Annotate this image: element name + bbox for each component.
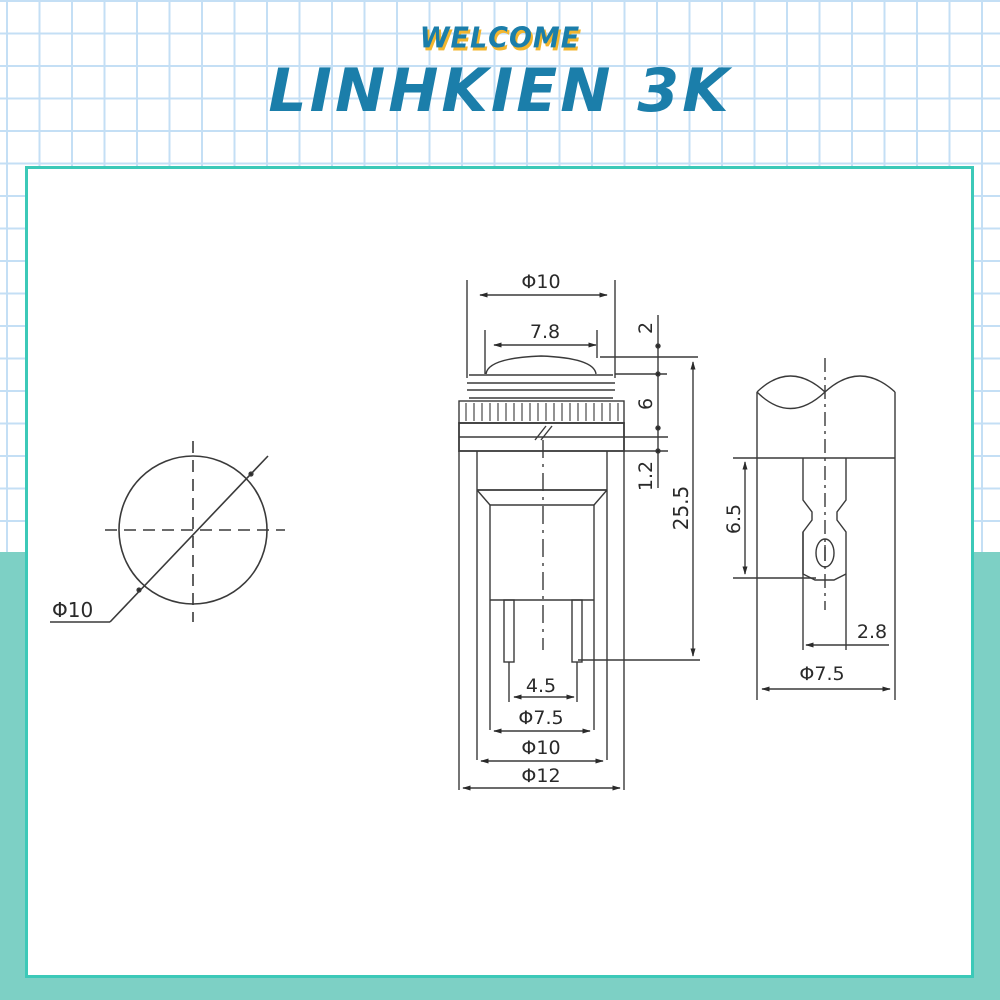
dim-cap-width: 7.8 [530,321,560,343]
dim-cap-height: 2 [635,322,657,334]
dim-terminal-body-diameter: Φ7.5 [799,663,844,685]
front-view [50,441,285,623]
dim-mid-diameter: Φ10 [521,737,560,759]
brand-title: LINHKIEN 3K [268,56,732,126]
terminal-view [733,358,896,700]
dim-flange-height: 1.2 [635,461,657,491]
dim-outer-diameter: Φ10 [521,271,560,293]
header-banner: WELCOME LINHKIEN 3K [0,22,1000,126]
dim-total-height: 25.5 [669,486,693,531]
dim-terminal-length: 6.5 [723,504,745,534]
front-diameter-label: Φ10 [52,598,93,622]
dim-flange-diameter: Φ12 [521,765,560,787]
dim-nut-height: 6 [635,398,657,410]
dim-terminal-width: 2.8 [857,621,887,643]
dim-pin-spacing: 4.5 [526,675,556,697]
dim-body-diameter: Φ7.5 [518,707,563,729]
side-view [458,280,700,791]
welcome-text: WELCOME [419,22,581,55]
drawing-panel [25,166,974,978]
